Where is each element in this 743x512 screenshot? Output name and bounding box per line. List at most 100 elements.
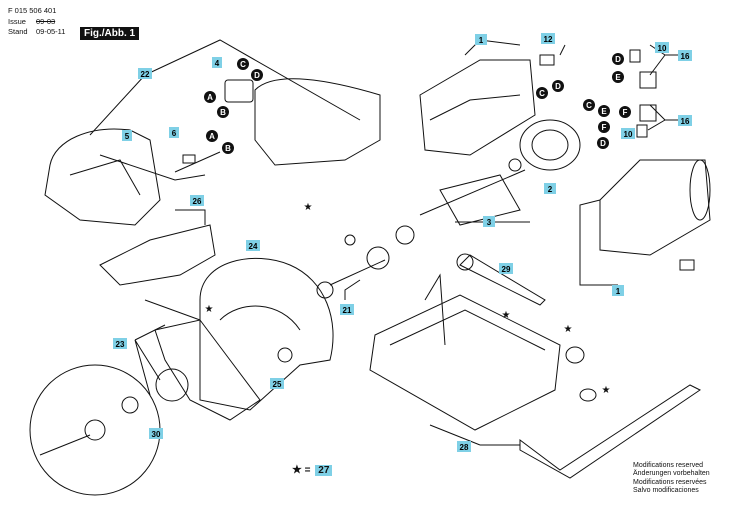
svg-text:B: B <box>225 144 231 153</box>
note-de: Änderungen vorbehalten <box>633 470 710 478</box>
depth-bracket <box>424 273 446 346</box>
svg-text:16: 16 <box>681 52 690 61</box>
svg-text:F: F <box>623 108 628 117</box>
star-gear: ★ <box>304 202 313 213</box>
connector-b-switch: B <box>217 106 229 118</box>
issue-label: Issue <box>8 17 26 26</box>
rip-fence <box>519 384 701 479</box>
knob-right <box>679 259 695 271</box>
wrench-head <box>456 253 474 271</box>
fan <box>395 225 415 245</box>
legend-star: ★ <box>292 464 302 476</box>
svg-text:D: D <box>600 139 606 148</box>
handle-shell-center <box>254 78 381 166</box>
svg-text:12: 12 <box>544 35 553 44</box>
saw-blade <box>29 364 161 496</box>
svg-text:C: C <box>586 101 592 110</box>
leader-22 <box>89 39 361 136</box>
connector-e-brush: E <box>612 71 624 83</box>
field-coil <box>519 119 581 171</box>
svg-text:A: A <box>209 132 215 141</box>
blade-hub <box>84 419 106 441</box>
callout-12: 12 <box>541 33 555 44</box>
brush-bot <box>636 124 648 138</box>
gear-small <box>344 234 356 246</box>
connector-d-cap: D <box>552 80 564 92</box>
legend-ref: 27 <box>315 465 333 476</box>
knob-fence <box>579 388 597 402</box>
callout-28: 28 <box>457 441 471 452</box>
legend-eq: = <box>304 465 311 476</box>
connector-a-cable: A <box>206 130 218 142</box>
svg-text:2: 2 <box>548 185 553 194</box>
svg-text:C: C <box>240 60 246 69</box>
blade-bolt <box>39 434 91 456</box>
leader-26 <box>175 209 206 225</box>
leader-21 <box>344 279 361 300</box>
svg-text:23: 23 <box>116 340 125 349</box>
brush-holder-bot <box>639 104 657 122</box>
svg-text:30: 30 <box>152 430 161 439</box>
gear-large <box>366 246 390 270</box>
spindle <box>329 259 386 286</box>
handle-shell-left <box>44 128 161 226</box>
modification-notes: Modifications reserved Änderungen vorbeh… <box>633 462 710 495</box>
legend: ★ = 27 <box>292 463 333 476</box>
connector-b-cable: B <box>222 142 234 154</box>
svg-text:22: 22 <box>141 70 150 79</box>
svg-text:3: 3 <box>487 218 492 227</box>
motor-end <box>689 159 711 221</box>
callout-5: 5 <box>122 130 132 141</box>
star-guard: ★ <box>205 304 214 315</box>
callout-3: 3 <box>483 216 495 227</box>
callout-24: 24 <box>246 240 260 251</box>
bearing-top <box>508 158 522 172</box>
svg-text:1: 1 <box>616 287 621 296</box>
leader-1-right <box>579 199 618 286</box>
svg-text:25: 25 <box>273 380 282 389</box>
knob-base <box>565 346 585 364</box>
svg-text:21: 21 <box>343 306 352 315</box>
star-knob: ★ <box>564 324 573 335</box>
wrench <box>459 254 546 306</box>
connector-c-switch: C <box>237 58 249 70</box>
callout-6: 6 <box>169 127 179 138</box>
connector-a-switch: A <box>204 91 216 103</box>
stand-value: 09-05-11 <box>36 27 66 36</box>
svg-text:5: 5 <box>125 132 130 141</box>
brush-top <box>629 49 641 63</box>
callout-2: 2 <box>544 183 556 194</box>
base-inner <box>389 309 546 351</box>
callout-29: 29 <box>499 263 513 274</box>
connector-e-field: E <box>598 105 610 117</box>
brush-holder-top <box>639 71 657 89</box>
callout-22: 22 <box>138 68 152 79</box>
star-base: ★ <box>502 310 511 321</box>
figure-badge: Fig./Abb. 1 <box>80 27 140 40</box>
leader-28 <box>429 424 520 446</box>
note-en: Modifications reserved <box>633 462 704 469</box>
callout-21: 21 <box>340 304 354 315</box>
callout-1-right: 1 <box>612 285 624 296</box>
connector-c-field: C <box>583 99 595 111</box>
svg-text:10: 10 <box>658 44 667 53</box>
field-coil-core <box>531 129 569 161</box>
switch-block <box>224 79 254 103</box>
star-fence: ★ <box>602 385 611 396</box>
motor-assembly <box>599 159 711 256</box>
issue-value: 09-03 <box>36 17 56 26</box>
blade-guard <box>199 258 334 411</box>
cable-clamp <box>182 154 196 164</box>
armature-shaft <box>419 169 526 216</box>
motor-housing <box>419 59 536 156</box>
drawing-number: F 015 506 401 <box>8 6 57 15</box>
callout-30: 30 <box>149 428 163 439</box>
svg-text:26: 26 <box>193 197 202 206</box>
note-fr: Modifications reservées <box>633 478 707 486</box>
callout-10-bottom: 10 <box>621 128 635 139</box>
spacer-25 <box>277 347 293 363</box>
svg-text:E: E <box>615 73 621 82</box>
connector-c-brush <box>619 122 631 134</box>
cable-lead <box>174 151 221 173</box>
